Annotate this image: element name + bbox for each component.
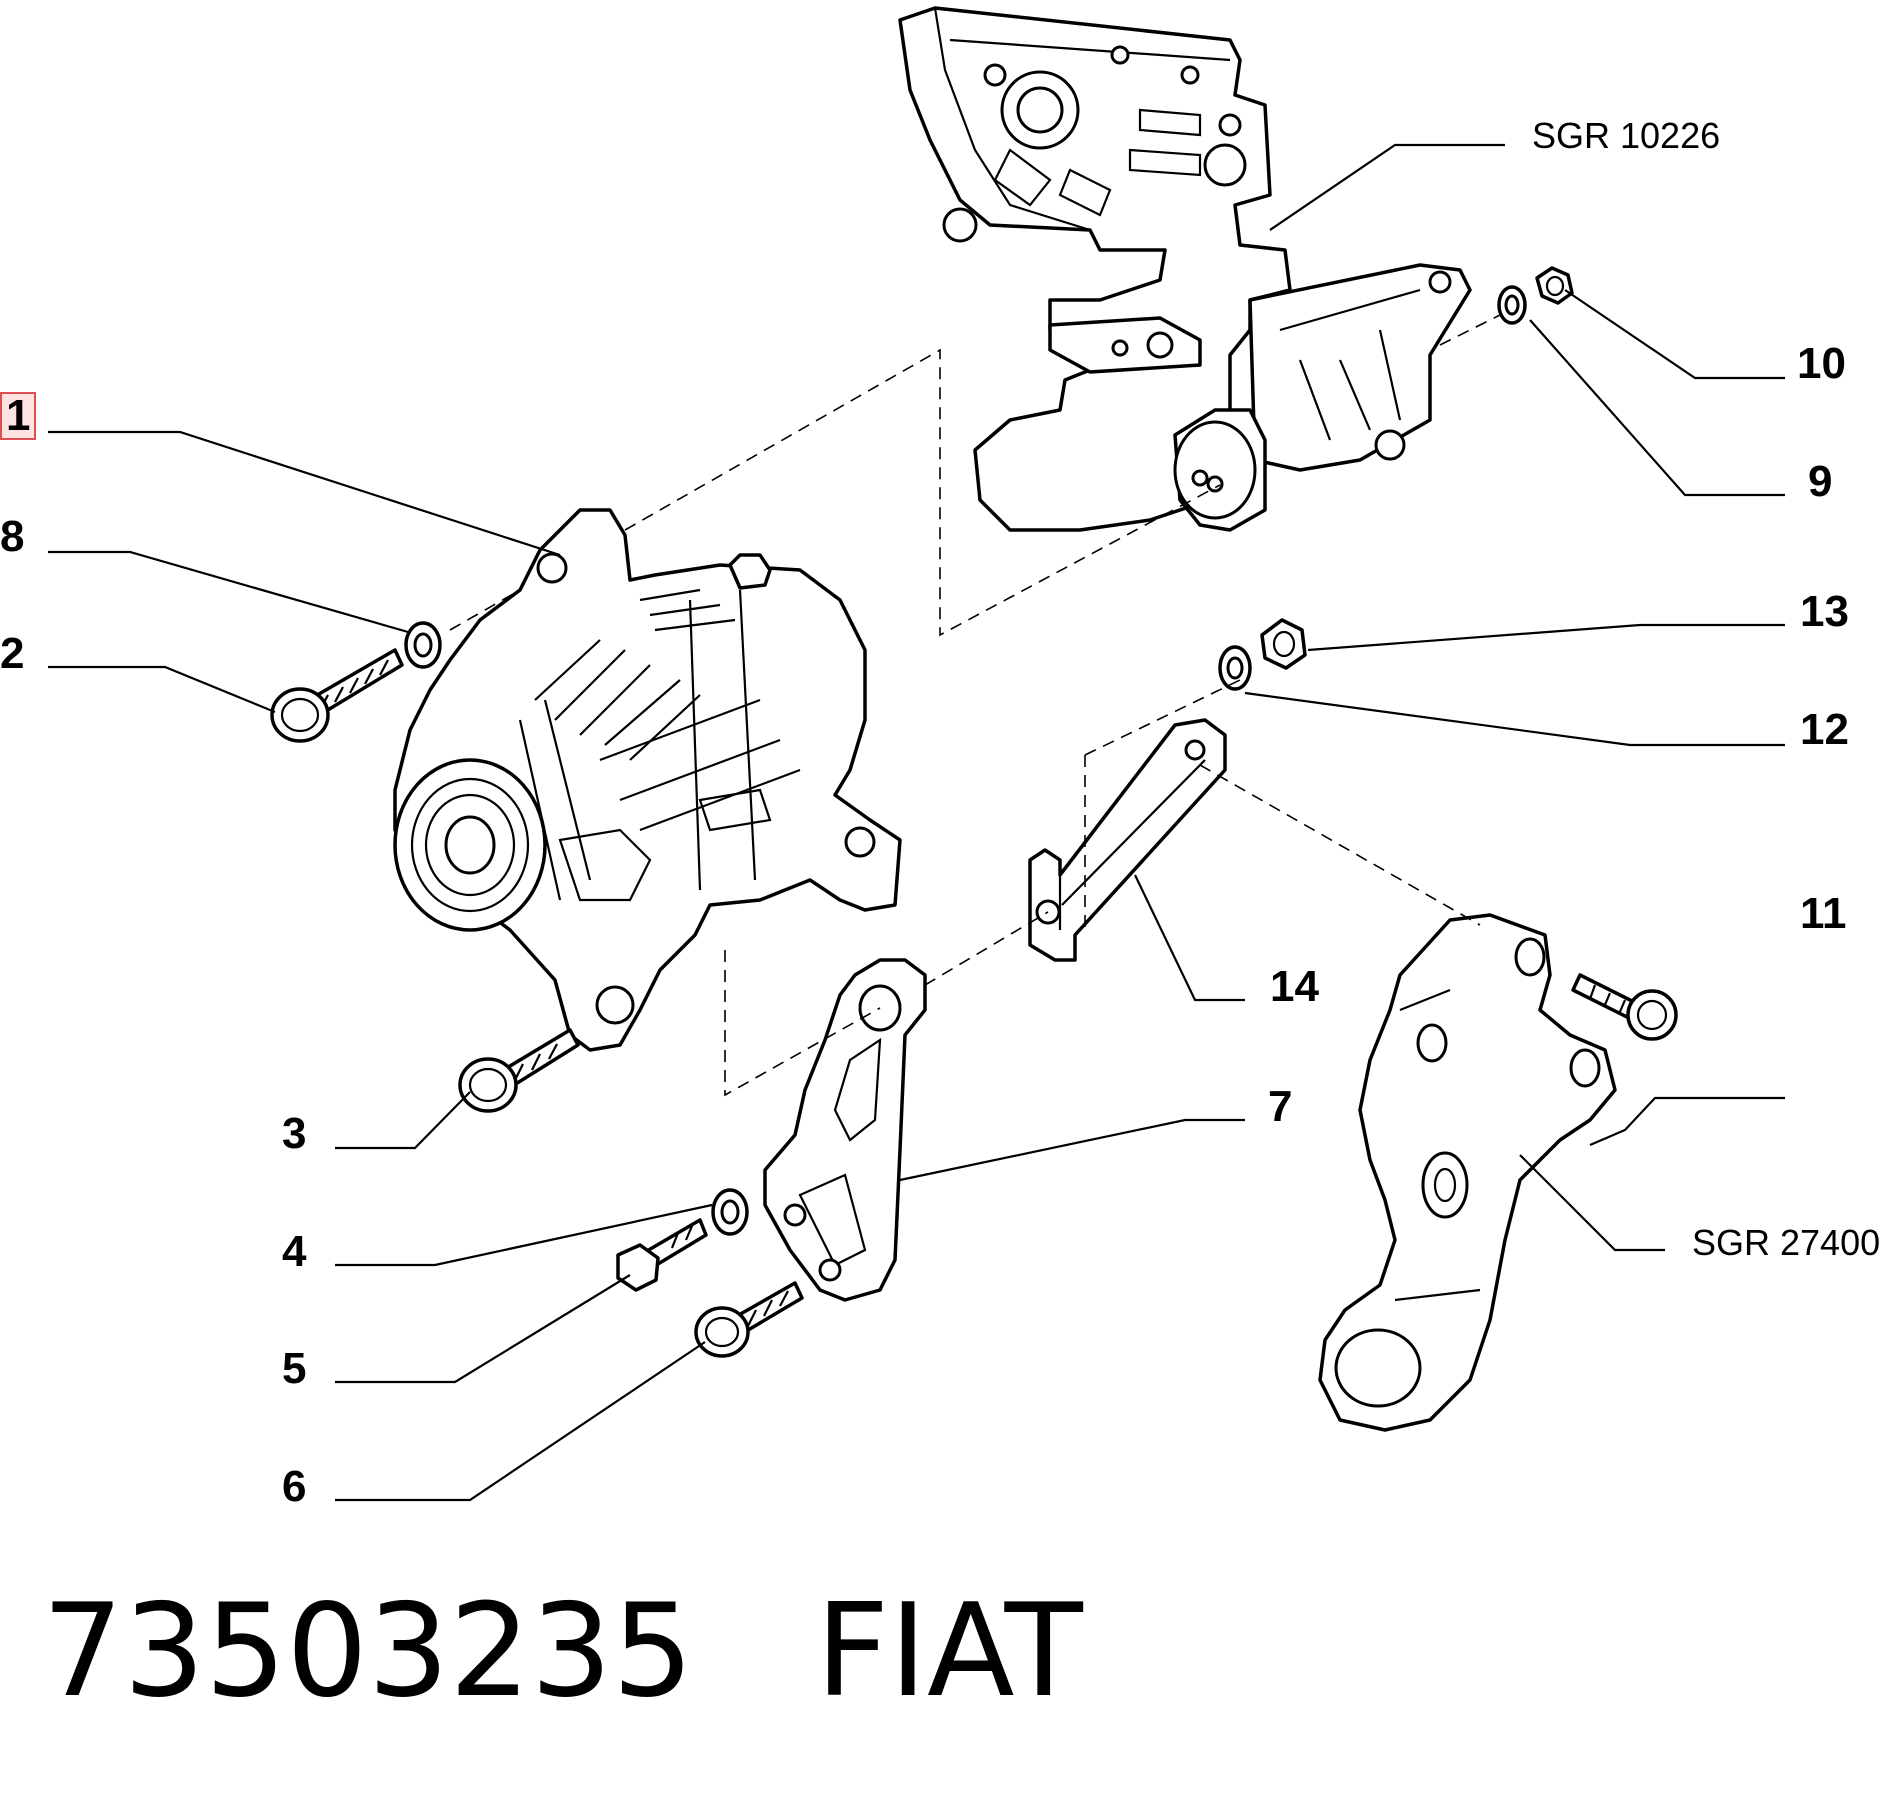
callout-7[interactable]: 7 bbox=[1268, 1082, 1293, 1131]
washer-8[interactable] bbox=[404, 621, 442, 669]
reference-engine-block[interactable]: SGR 10226 bbox=[1532, 115, 1721, 156]
callout-3[interactable]: 3 bbox=[282, 1109, 307, 1158]
bolt-11[interactable] bbox=[1571, 973, 1678, 1041]
callout-4[interactable]: 4 bbox=[282, 1227, 307, 1276]
bolt-5[interactable] bbox=[616, 1218, 708, 1292]
nut-13[interactable] bbox=[1260, 618, 1307, 670]
callout-9[interactable]: 9 bbox=[1808, 457, 1833, 506]
callout-6[interactable]: 6 bbox=[282, 1462, 307, 1511]
callout-13[interactable]: 13 bbox=[1800, 587, 1849, 636]
reference-mount-bracket[interactable]: SGR 27400 bbox=[1692, 1222, 1881, 1263]
bolt-6[interactable] bbox=[694, 1281, 804, 1358]
bolt-3[interactable] bbox=[458, 1028, 580, 1113]
engine-block[interactable] bbox=[898, 6, 1472, 532]
alternator[interactable] bbox=[393, 508, 902, 1052]
bolt-2[interactable] bbox=[270, 648, 404, 743]
callout-2[interactable]: 2 bbox=[0, 629, 25, 678]
brand-name: FIAT bbox=[815, 1577, 1083, 1726]
callout-5[interactable]: 5 bbox=[282, 1344, 307, 1393]
bracket-7[interactable] bbox=[763, 958, 927, 1302]
part-footer: 73503235 FIAT bbox=[42, 1588, 1083, 1716]
nut-10[interactable] bbox=[1535, 266, 1574, 305]
leader-lines bbox=[48, 143, 1785, 1502]
callout-1[interactable]: 1 bbox=[0, 392, 37, 440]
washer-4[interactable] bbox=[711, 1188, 749, 1236]
strap-14[interactable] bbox=[1028, 718, 1227, 962]
part-number: 73503235 bbox=[42, 1577, 694, 1726]
mount-bracket[interactable] bbox=[1318, 913, 1617, 1432]
washer-12[interactable] bbox=[1218, 645, 1252, 691]
callout-12[interactable]: 12 bbox=[1800, 705, 1849, 754]
callout-14[interactable]: 14 bbox=[1270, 962, 1319, 1011]
callout-10[interactable]: 10 bbox=[1797, 339, 1846, 388]
callout-8[interactable]: 8 bbox=[0, 512, 25, 561]
assembly-lines bbox=[449, 314, 1501, 1097]
washer-9[interactable] bbox=[1497, 285, 1527, 325]
callout-11[interactable]: 11 bbox=[1800, 889, 1847, 938]
